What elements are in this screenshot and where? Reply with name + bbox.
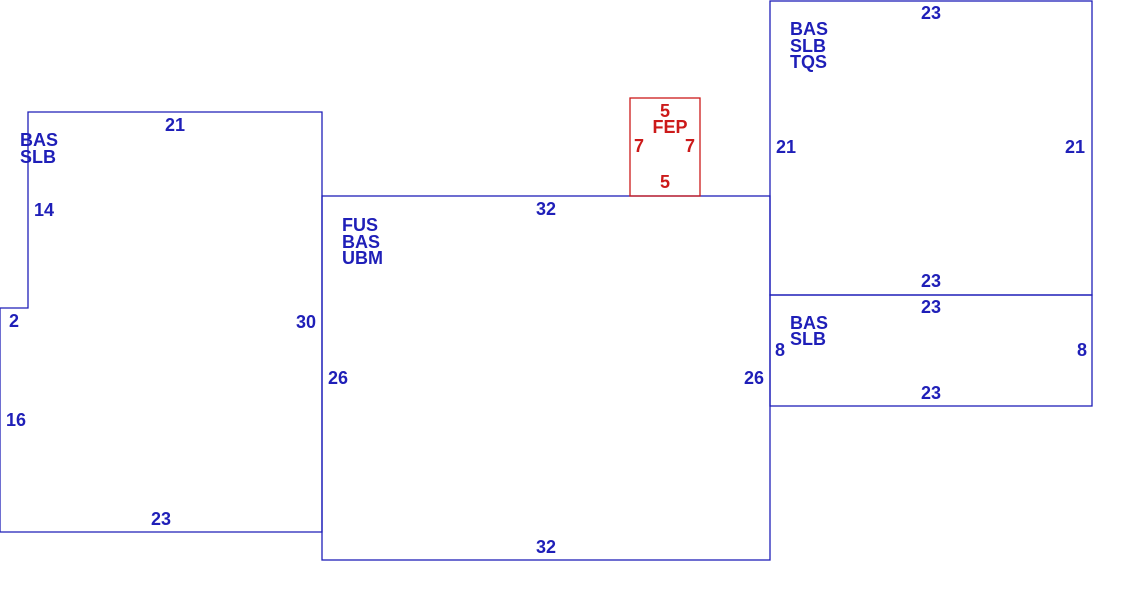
area-lower-right-dim-bottom: 23	[921, 383, 941, 403]
area-upper-right-dim-bottom: 23	[921, 271, 941, 291]
area-feature-dim-top: 5	[660, 101, 670, 121]
area-feature-dim-bottom: 5	[660, 172, 670, 192]
area-upper-right-code-3: TQS	[790, 52, 827, 72]
area-lower-right: BAS SLB 23 8 8 23	[769, 294, 1093, 407]
area-feature-dim-right: 7	[685, 136, 695, 156]
area-left-dim-top: 21	[165, 115, 185, 135]
area-upper-right-code-2: SLB	[790, 36, 826, 56]
area-left: BAS SLB 21 14 2 30 16 23	[0, 111, 323, 533]
area-center-code-3: UBM	[342, 248, 383, 268]
area-center-dim-left: 26	[328, 368, 348, 388]
area-center-dim-right: 26	[744, 368, 764, 388]
area-left-code-2: SLB	[20, 147, 56, 167]
area-lower-right-outline	[769, 294, 1093, 407]
area-left-dim-right: 30	[296, 312, 316, 332]
area-center-code-1: FUS	[342, 215, 378, 235]
area-center-code-2: BAS	[342, 232, 380, 252]
area-upper-right-dim-left: 21	[776, 137, 796, 157]
area-feature-outline	[629, 97, 701, 197]
area-lower-right-dim-right: 8	[1077, 340, 1087, 360]
area-lower-right-code-1: BAS	[790, 313, 828, 333]
area-feature-dim-left: 7	[634, 136, 644, 156]
area-center-dim-top: 32	[536, 199, 556, 219]
area-feature-code-1: FEP	[652, 117, 687, 137]
area-left-outline	[0, 111, 323, 533]
area-left-dim-left-lower: 16	[6, 410, 26, 430]
area-center-outline	[321, 195, 771, 561]
area-left-dim-left-upper: 14	[34, 200, 54, 220]
area-left-dim-bottom: 23	[151, 509, 171, 529]
area-upper-right-dim-right: 21	[1065, 137, 1085, 157]
area-lower-right-dim-left: 8	[775, 340, 785, 360]
area-left-dim-notch: 2	[9, 311, 19, 331]
area-upper-right: BAS SLB TQS 23 21 21 23	[769, 0, 1093, 296]
area-lower-right-code-2: SLB	[790, 329, 826, 349]
area-lower-right-dim-top: 23	[921, 297, 941, 317]
area-upper-right-code-1: BAS	[790, 19, 828, 39]
area-left-code-1: BAS	[20, 130, 58, 150]
area-center-dim-bottom: 32	[536, 537, 556, 557]
area-feature: 5 FEP 7 7 5	[629, 97, 701, 197]
area-upper-right-dim-top: 23	[921, 3, 941, 23]
area-center: FUS BAS UBM 32 26 26 32	[321, 195, 771, 561]
